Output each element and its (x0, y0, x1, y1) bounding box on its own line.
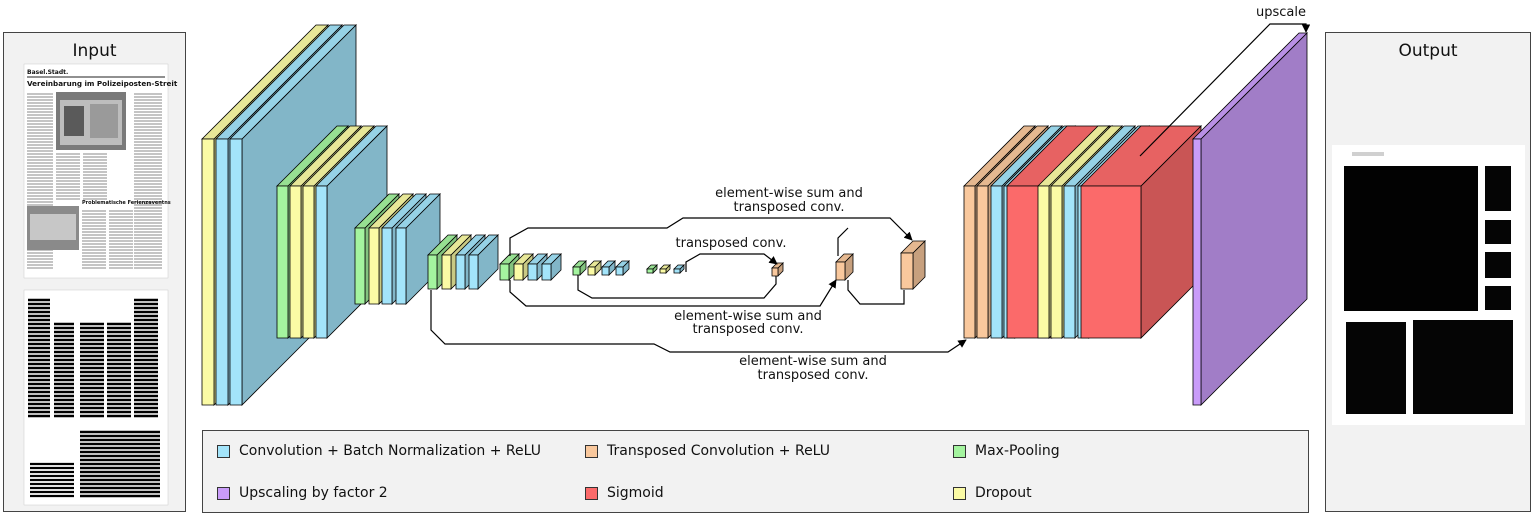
legend-label-conv: Convolution + Batch Normalization + ReLU (239, 443, 541, 459)
layer-drop-24 (659, 264, 671, 274)
layer-pool-19 (572, 260, 587, 276)
layer-tconv-28 (900, 240, 926, 290)
output-title: Output (1398, 41, 1458, 61)
layer-drop-20 (587, 260, 602, 276)
upscale-label: upscale (1256, 5, 1306, 20)
layer-conv-21 (601, 260, 616, 276)
skip-line-mid-top (837, 227, 849, 256)
legend-label-upscale: Upscaling by factor 2 (239, 485, 388, 501)
skip-inner-label: transposed conv. (676, 236, 787, 251)
input-mask-page (23, 289, 169, 506)
layer-pool-15 (499, 253, 520, 281)
layer-conv-14 (468, 234, 499, 290)
output-block-right (1413, 320, 1513, 414)
skip-bottom-label-1: element-wise sum and (739, 354, 887, 369)
legend-swatch-maxpool (953, 444, 966, 458)
output-block-left (1346, 322, 1406, 414)
layer-stack (201, 24, 1308, 406)
input-subheadline: Problematische Ferienzaventns (82, 200, 171, 206)
skip-mid-label-1: element-wise sum and (674, 309, 822, 324)
input-masthead: Basel.Stadt. (27, 69, 68, 76)
legend-item-upscale: Upscaling by factor 2 (217, 485, 388, 501)
skip-arrow-top (509, 217, 913, 256)
legend-swatch-dropout (953, 486, 966, 500)
legend-swatch-transposed (585, 444, 598, 458)
layer-conv-18 (541, 253, 562, 281)
input-headline: Vereinbarung im Polizeiposten-Streit (27, 79, 178, 88)
layer-sig-38 (1080, 125, 1202, 339)
output-mask (1332, 145, 1525, 425)
layer-upscale-39 (1192, 32, 1308, 406)
legend-item-conv: Convolution + Batch Normalization + ReLU (217, 443, 541, 459)
skip-arrow-inner (685, 253, 778, 272)
legend-swatch-upscale (217, 486, 230, 500)
input-title: Input (72, 41, 117, 61)
skip-mid-label-2: transposed conv. (693, 322, 804, 337)
layer-pool-23 (646, 264, 658, 274)
upscale-arrow (1139, 23, 1311, 157)
legend: Convolution + Batch Normalization + ReLU… (202, 430, 1309, 513)
legend-item-sigmoid: Sigmoid (585, 485, 664, 501)
skip-arrow-mid (509, 279, 837, 307)
legend-item-maxpool: Max-Pooling (953, 443, 1060, 459)
legend-label-transposed: Transposed Convolution + ReLU (607, 443, 831, 459)
skip-top-label-2: transposed conv. (734, 200, 845, 215)
layer-conv-25 (673, 264, 685, 274)
input-document-page: Basel.Stadt. Vereinbarung im Polizeipost… (23, 63, 178, 279)
legend-label-dropout: Dropout (975, 485, 1032, 501)
skip-line-inner-bottom (577, 275, 777, 299)
layer-tconv-27 (835, 253, 854, 281)
legend-item-dropout: Dropout (953, 485, 1032, 501)
legend-label-sigmoid: Sigmoid (607, 485, 664, 501)
skip-bottom-label-2: transposed conv. (758, 368, 869, 383)
legend-swatch-conv (217, 444, 230, 458)
skip-top-label-1: element-wise sum and (715, 186, 863, 201)
skip-connections (430, 23, 1311, 353)
legend-label-maxpool: Max-Pooling (975, 443, 1060, 459)
output-block-main (1344, 166, 1478, 311)
skip-line-right (847, 280, 905, 305)
layer-conv-22 (615, 260, 630, 276)
layer-tconv-26 (771, 262, 784, 277)
skip-arrow-bottom (430, 290, 967, 353)
legend-item-transposed: Transposed Convolution + ReLU (585, 443, 830, 459)
legend-swatch-sigmoid (585, 486, 598, 500)
